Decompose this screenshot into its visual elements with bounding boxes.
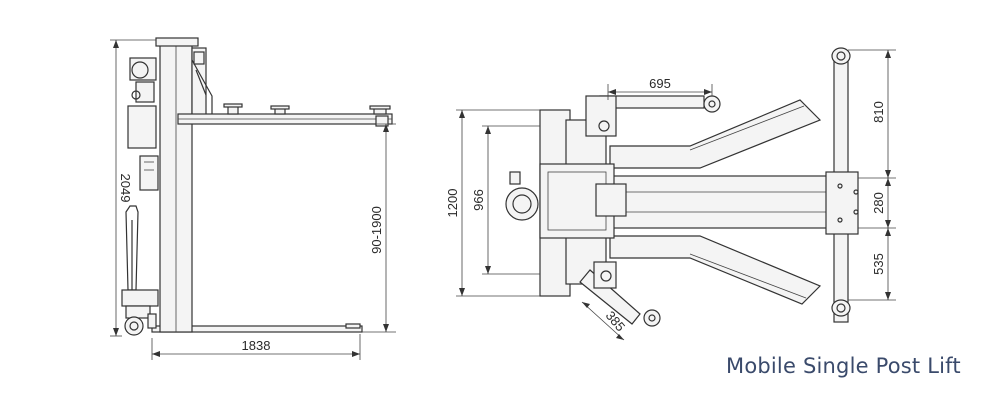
dim-side-height: 2049: [118, 174, 133, 203]
dim-side-length: 1838: [242, 338, 271, 353]
dim-plan-width-inner: 966: [471, 189, 486, 211]
plan-view: 1200 966 695 385 810 280 535: [445, 47, 896, 341]
dim-right-top: 810: [871, 101, 886, 123]
dim-right-bottom: 535: [871, 253, 886, 275]
dim-short-arm: 695: [649, 76, 671, 91]
side-view: 2049 90-1900 1838: [110, 37, 396, 360]
dim-lift-height: 90-1900: [369, 206, 384, 254]
dim-plan-width-outer: 1200: [445, 189, 460, 218]
caption: Mobile Single Post Lift: [726, 354, 961, 378]
dim-right-mid: 280: [871, 192, 886, 214]
